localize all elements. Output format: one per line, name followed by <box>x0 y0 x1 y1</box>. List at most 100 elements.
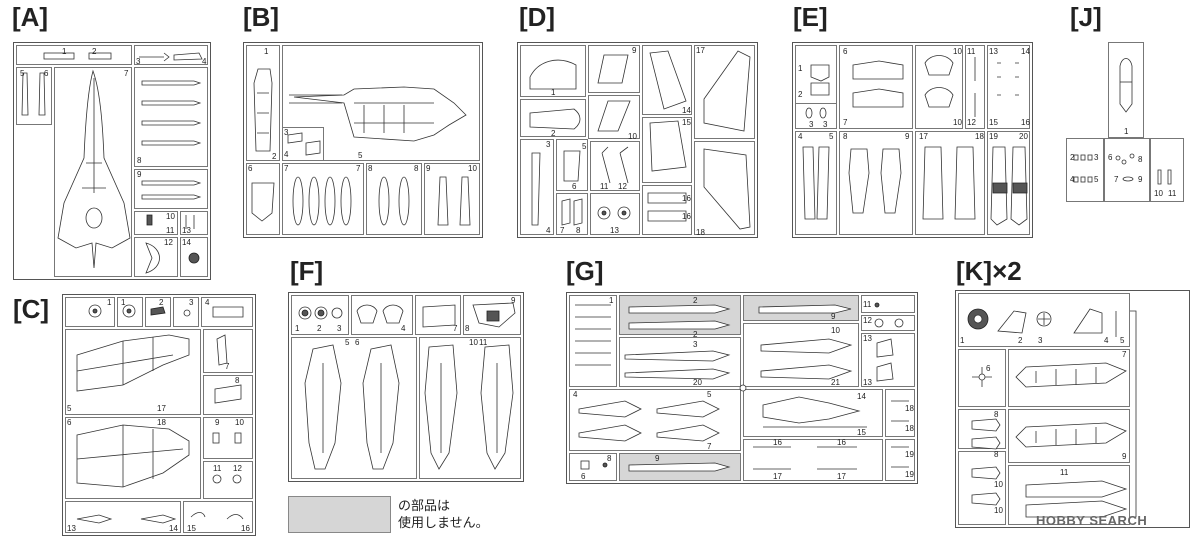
label-c10: 10 <box>235 418 244 427</box>
sprue-j-frame: 1 2 3 4 5 6 7 8 9 10 11 <box>1066 42 1184 205</box>
part-a12 <box>145 242 160 274</box>
part-a10 <box>146 214 153 226</box>
label-d15: 15 <box>682 118 691 127</box>
label-a4: 4 <box>202 57 207 66</box>
part-e1 <box>810 64 830 82</box>
label-e13: 13 <box>989 47 998 56</box>
part-c10 <box>234 432 242 444</box>
label-e1: 1 <box>798 64 803 73</box>
sprue-a-cell-9 <box>134 169 208 209</box>
label-b4: 4 <box>284 150 289 159</box>
part-a9-missiles <box>141 180 202 200</box>
label-a14: 14 <box>182 238 191 247</box>
part-d17 <box>703 50 751 132</box>
label-e15: 15 <box>989 118 998 127</box>
part-b9 <box>437 176 449 226</box>
label-e14: 14 <box>1021 47 1030 56</box>
label-b3: 3 <box>284 128 289 137</box>
label-k7: 7 <box>1122 350 1127 359</box>
sprue-b-cell-3-4 <box>282 127 324 161</box>
label-j3: 3 <box>1094 153 1099 162</box>
label-k2: 2 <box>1018 336 1023 345</box>
label-g10: 10 <box>831 326 840 335</box>
label-d12: 12 <box>618 182 627 191</box>
label-e9: 9 <box>905 132 910 141</box>
label-j6: 6 <box>1108 153 1113 162</box>
label-b7b: 7 <box>356 164 361 173</box>
watermark: HOBBY SEARCH <box>1036 513 1148 528</box>
part-b5 <box>293 86 467 142</box>
label-g13b: 13 <box>863 378 872 387</box>
label-j10: 10 <box>1154 189 1163 198</box>
label-g2b: 2 <box>693 330 698 339</box>
label-g1: 1 <box>609 296 614 305</box>
part-f4 <box>356 304 404 324</box>
sprue-g-cell-4-7 <box>569 389 741 451</box>
part-k10a <box>971 466 1001 480</box>
part-d7 <box>561 198 571 226</box>
part-c16 <box>226 514 244 520</box>
label-f3: 3 <box>337 324 342 333</box>
label-d1: 1 <box>551 88 556 97</box>
part-k8a <box>971 418 1001 432</box>
label-c17: 17 <box>157 404 166 413</box>
label-c4: 4 <box>205 298 210 307</box>
label-k9: 9 <box>1122 452 1127 461</box>
part-e8 <box>848 148 870 214</box>
label-g6: 6 <box>581 472 586 481</box>
label-a2: 2 <box>92 47 97 56</box>
part-a2 <box>88 52 112 60</box>
part-g4 <box>578 400 642 418</box>
sprue-e-label: [E] <box>793 2 828 32</box>
part-g18 <box>891 400 909 422</box>
label-g14: 14 <box>857 392 866 401</box>
label-c1a: 1 <box>107 298 112 307</box>
sprue-j-cell-6-9 <box>1104 138 1150 202</box>
part-k9 <box>1015 422 1127 448</box>
label-c11: 11 <box>213 464 222 473</box>
sprue-k-label: [K]×2 <box>956 256 1022 286</box>
label-b2: 2 <box>272 152 277 161</box>
part-g12b <box>894 318 904 328</box>
label-g19b: 19 <box>905 470 914 479</box>
part-e3b <box>819 107 827 119</box>
sprue-k-parts <box>967 308 1137 518</box>
part-b3 <box>287 132 303 144</box>
label-d9: 9 <box>632 46 637 55</box>
part-g20 <box>624 368 731 380</box>
label-e17: 17 <box>919 132 928 141</box>
label-c8: 8 <box>235 376 240 385</box>
label-e10b: 10 <box>953 118 962 127</box>
part-d1 <box>529 59 577 90</box>
part-c8 <box>214 384 242 404</box>
label-d3: 3 <box>546 140 551 149</box>
label-e2: 2 <box>798 90 803 99</box>
label-c16: 16 <box>241 524 250 533</box>
sprue-e-cell-6-7 <box>839 45 913 129</box>
part-b6 <box>251 182 275 222</box>
sprue-j-cell-2-5 <box>1066 138 1104 202</box>
label-j8: 8 <box>1138 155 1143 164</box>
sprue-g-label: [G] <box>566 256 604 286</box>
label-f1: 1 <box>295 324 300 333</box>
sprue-c-parts <box>76 304 244 524</box>
sprue-g-cell-3-20 <box>619 337 741 387</box>
part-g7 <box>656 424 720 442</box>
label-g3: 3 <box>693 340 698 349</box>
sprue-j-cell-10-11 <box>1150 138 1184 202</box>
part-c14 <box>140 514 177 524</box>
part-g11 <box>874 302 880 308</box>
label-f7: 7 <box>453 324 458 333</box>
sprue-c-frame: 1 1 2 3 4 5 6 7 8 9 10 11 12 13 14 15 16… <box>62 294 256 536</box>
label-f8: 8 <box>465 324 470 333</box>
sprue-c-cell-11-12 <box>203 461 253 499</box>
sprue-d-cell-11-12 <box>590 141 640 191</box>
part-k4 <box>1073 308 1103 334</box>
label-e19: 19 <box>989 132 998 141</box>
part-d14 <box>649 50 687 110</box>
sprue-f-frame: 1 2 3 4 5 6 7 8 9 10 11 <box>288 292 524 482</box>
label-d10: 10 <box>628 132 637 141</box>
part-g9-bottom <box>628 462 731 472</box>
label-c9: 9 <box>215 418 220 427</box>
label-j1: 1 <box>1124 127 1129 136</box>
